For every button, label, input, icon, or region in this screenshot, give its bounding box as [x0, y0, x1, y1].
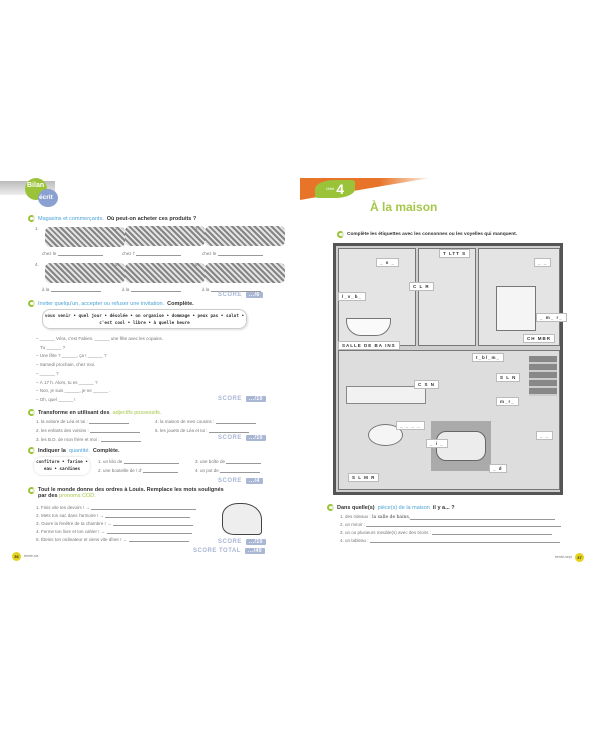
label-salle-de-bains: SALLE DE BA INS: [338, 341, 400, 350]
answer-4[interactable]: à la: [42, 287, 101, 292]
item-number: 1.: [35, 226, 39, 231]
product-image-2: [125, 226, 205, 246]
ex4-item[interactable]: 4. un pot de: [195, 468, 261, 473]
bullet-icon: [28, 215, 35, 222]
page-text-left: trente-six: [24, 554, 39, 558]
bilan-badge: Bilan écrit: [0, 178, 60, 208]
ex3-item[interactable]: 3. les B.D. de mon frère et moi :: [36, 437, 141, 442]
toilets: [418, 248, 476, 346]
louis-illustration: [222, 503, 262, 535]
dialogue[interactable]: – ______ Véra, c'est Fabien. ______ une …: [36, 336, 163, 402]
ex4-item[interactable]: 2. une bouteille de / d': [98, 468, 179, 473]
label-chambre: CH MBR: [523, 334, 555, 343]
page-title: À la maison: [370, 200, 438, 214]
label-tiroirs: _ m_ r_: [536, 313, 567, 322]
label-toilettes: T LTT S: [439, 249, 471, 258]
word-box: vous venir • quel jour • désolée • on or…: [42, 309, 247, 329]
answer-5[interactable]: à la: [122, 287, 181, 292]
label-mur: m_r_: [496, 397, 519, 406]
ex5-item[interactable]: 4. Ferme ton livre et ton cahier ! →: [36, 529, 192, 534]
label-couloir: C L R: [409, 282, 434, 291]
ex4-item[interactable]: 1. un kilo de: [98, 459, 179, 464]
ex3-item[interactable]: 4. la maison de mes cousins :: [155, 419, 256, 424]
ex3-item[interactable]: 1. la voiture de Léa et toi :: [36, 419, 130, 424]
ex1-title: Magasins et commerçants.Où peut-on achet…: [28, 215, 196, 222]
page-text-right: trente-sept: [555, 555, 572, 559]
label-miroir: _ s _: [376, 258, 400, 267]
product-image-4: [45, 263, 125, 283]
product-image-6: [205, 263, 285, 283]
page-number-left: 36: [12, 552, 21, 561]
ex5-item[interactable]: 5. Éteins ton ordinateur et viens vite d…: [36, 537, 189, 542]
label-armoire: _ _: [534, 258, 552, 267]
ex5-title: Tout le monde donne des ordres à Louis. …: [28, 487, 224, 499]
bathtub: [346, 318, 391, 336]
kitchen-counter: [346, 386, 426, 404]
answer-1[interactable]: chez le: [42, 251, 103, 256]
quantity-word-box: confiture • farine •eau • sardines: [34, 457, 90, 475]
ex5-item[interactable]: 3. Ouvre la fenêtre de ta chambre ! →: [36, 521, 193, 526]
answer-2[interactable]: chez l': [122, 251, 181, 256]
badge-line2: écrit: [38, 189, 58, 207]
ex3-item[interactable]: 5. les jouets de Léa et toi :: [155, 428, 249, 433]
score-ex3: SCORE.../10: [218, 435, 266, 441]
label-salon: S L N: [496, 373, 521, 382]
item-number: 6.: [195, 262, 199, 267]
label-canape: _ d: [489, 464, 507, 473]
house-illustration: SALLE DE BA INS T LTT S C L R CH MBR C S…: [333, 243, 567, 495]
ex2-item[interactable]: 2. un miroir :: [340, 522, 562, 527]
ex2-title: Inviter quelqu'un, accepter ou refuser u…: [28, 300, 194, 307]
answer-3[interactable]: chez le: [202, 251, 263, 256]
score-ex1: SCORE.../6: [218, 292, 263, 298]
label-bureau: _ _: [536, 431, 554, 440]
ex5-item[interactable]: 1. Finis vite tes devoirs ! →: [36, 505, 197, 510]
label-cuisine: C S N: [414, 380, 440, 389]
product-image-3: [205, 226, 285, 246]
bed: [496, 286, 536, 331]
ex4-item[interactable]: 3. une boîte de: [195, 459, 262, 464]
label-lavabo: l_v_b_: [338, 292, 367, 301]
ex1-topic: Magasins et commerçants.: [38, 215, 104, 222]
score-ex4: SCORE.../4: [218, 478, 263, 484]
score-total: SCORE TOTAL.../40: [193, 548, 266, 554]
ex2-item[interactable]: 3. un ou plusieurs meuble(s) avec des ti…: [340, 530, 553, 535]
item-number: 3.: [195, 226, 199, 231]
ex2-item[interactable]: 4. un tableau :: [340, 538, 560, 543]
answer-6[interactable]: à la: [202, 287, 261, 292]
bullet-icon: [28, 300, 35, 307]
item-number: 2.: [115, 226, 119, 231]
score-ex2: SCORE.../10: [218, 396, 266, 402]
product-image-1: [45, 227, 125, 247]
page-number-right: 37: [575, 553, 584, 562]
bookshelf: [529, 356, 557, 396]
label-tableau: t_bl_m_: [472, 353, 505, 362]
product-image-5: [125, 263, 205, 283]
table: [368, 424, 403, 446]
score-ex5: SCORE.../10: [218, 539, 266, 545]
item-number: 4.: [35, 262, 39, 267]
label-salle-a-manger: S L M R: [348, 473, 380, 482]
ex2-item[interactable]: 1. des rideaux : la salle de bains,: [340, 514, 556, 520]
ex3-item[interactable]: 2. les enfants des voisins :: [36, 428, 141, 433]
item-number: 5.: [115, 262, 119, 267]
ex1-right-title: Complète les étiquettes avec les consonn…: [337, 231, 517, 238]
label-table: _ _ _ _: [396, 421, 425, 430]
ex1-question: Où peut-on acheter ces produits ?: [106, 215, 197, 222]
label-chaise: _ i _: [426, 439, 448, 448]
ex5-item[interactable]: 2. Mets ton sac dans l'armoire ! →: [36, 513, 191, 518]
